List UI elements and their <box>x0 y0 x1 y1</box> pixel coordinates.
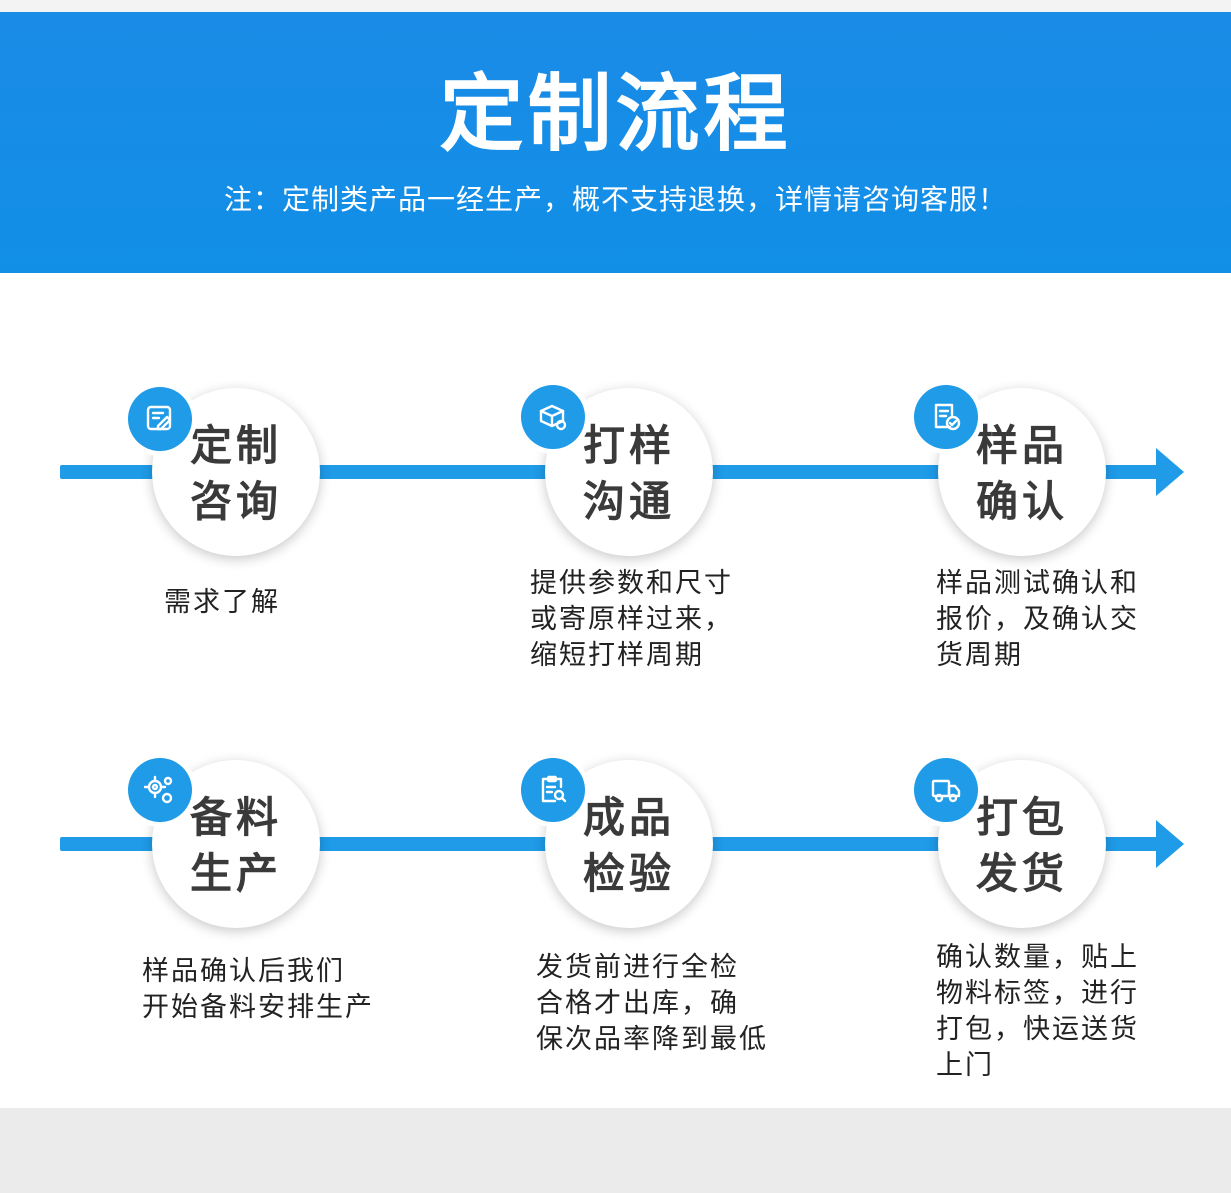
step-title-line-1: 打包 <box>975 793 1068 842</box>
clipboard-search-icon <box>521 758 585 822</box>
step-title-line-2: 沟通 <box>582 477 675 526</box>
step-title-line-2: 生产 <box>189 849 282 898</box>
step-title-line-1: 成品 <box>582 793 675 842</box>
step-title-line-2: 发货 <box>975 849 1068 898</box>
step-title-line-2: 检验 <box>582 849 675 898</box>
gears-icon <box>128 758 192 822</box>
step-title: 样品 确认 <box>938 418 1106 530</box>
step-node-consult: 定制 咨询 <box>152 388 320 556</box>
step-description: 样品确认后我们 开始备料安排生产 <box>142 956 374 1023</box>
step-node-shipping: 打包 发货 <box>938 760 1106 928</box>
edit-doc-icon <box>128 387 192 451</box>
step-title-line-1: 备料 <box>189 793 282 842</box>
step-title: 成品 检验 <box>545 790 713 902</box>
header-note: 注：定制类产品一经生产，概不支持退换，详情请咨询客服！ <box>223 183 1007 216</box>
header-banner: 定制流程 注：定制类产品一经生产，概不支持退换，详情请咨询客服！ <box>0 12 1231 273</box>
flow-arrow-row-1 <box>1156 448 1184 496</box>
step-description: 提供参数和尺寸 或寄原样过来， 缩短打样周期 <box>530 568 733 671</box>
step-title: 定制 咨询 <box>152 418 320 530</box>
step-description: 发货前进行全检 合格才出库，确 保次品率降到最低 <box>536 952 768 1055</box>
step-description: 样品测试确认和 报价，及确认交 货周期 <box>936 568 1139 671</box>
step-description: 需求了解 <box>164 587 280 618</box>
step-title: 打样 沟通 <box>545 418 713 530</box>
page-title: 定制流程 <box>439 65 792 163</box>
step-title: 打包 发货 <box>938 790 1106 902</box>
step-title: 备料 生产 <box>152 790 320 902</box>
step-title-line-2: 咨询 <box>189 477 282 526</box>
truck-icon <box>914 758 978 822</box>
step-title-line-1: 打样 <box>582 421 675 470</box>
flow-arrow-row-2 <box>1156 820 1184 868</box>
step-title-line-1: 定制 <box>189 421 282 470</box>
doc-check-icon <box>914 385 978 449</box>
box-gear-icon <box>521 385 585 449</box>
step-title-line-2: 确认 <box>975 477 1068 526</box>
step-description: 确认数量，贴上 物料标签，进行 打包，快运送货 上门 <box>936 942 1139 1081</box>
top-strip <box>0 0 1231 12</box>
footer-band <box>0 1108 1231 1193</box>
step-title-line-1: 样品 <box>975 421 1068 470</box>
